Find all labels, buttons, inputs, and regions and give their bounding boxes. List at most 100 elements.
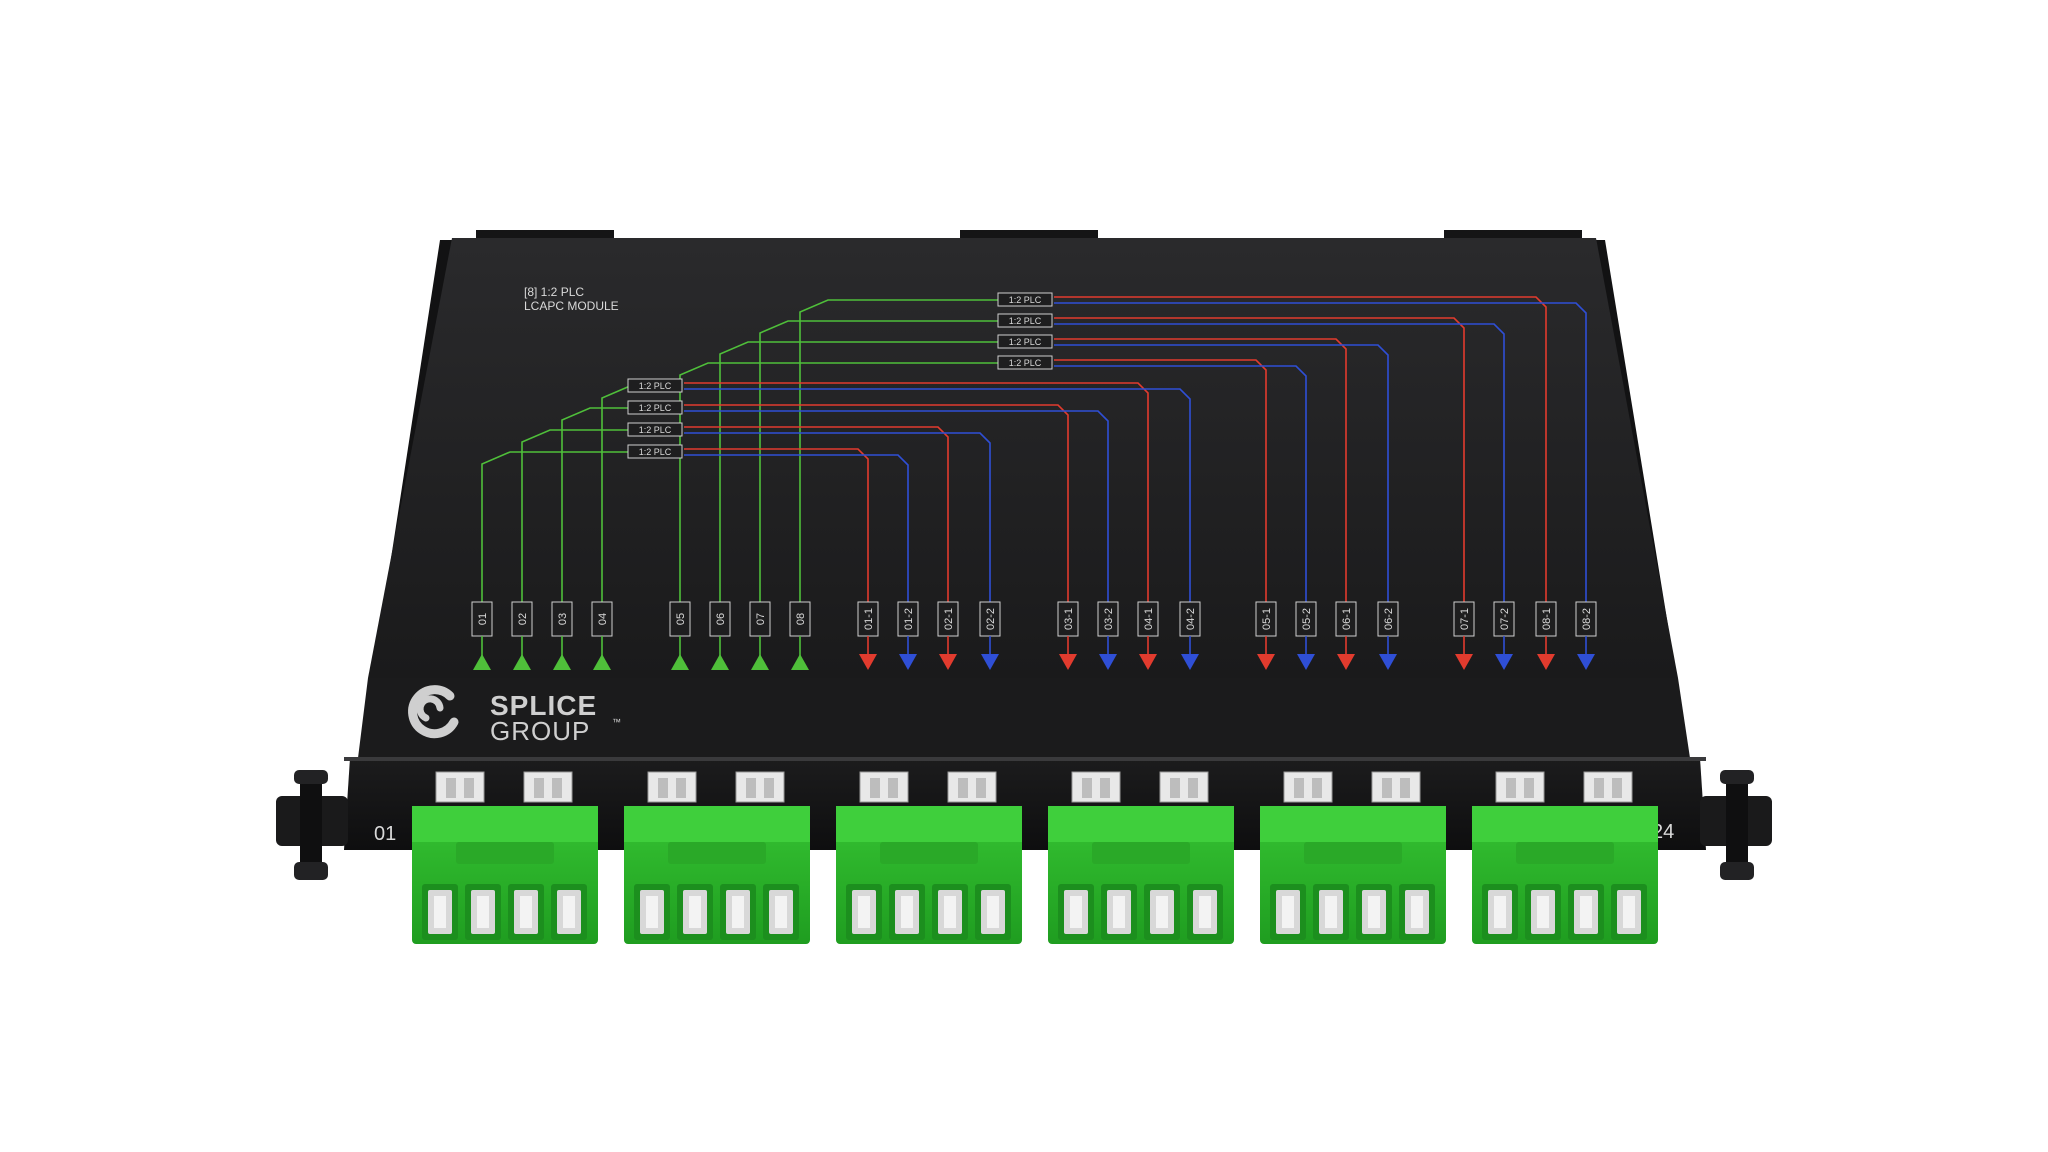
splitter-label: 1:2 PLC (1009, 295, 1042, 305)
input-port-label: 03 (551, 601, 573, 637)
svg-text:01-1: 01-1 (863, 608, 875, 630)
output-port-label: 04-1 (1137, 601, 1159, 637)
output-port-label: 07-1 (1453, 601, 1475, 637)
plc-splitter-box: 1:2 PLC (997, 313, 1053, 328)
output-port-label: 04-2 (1179, 601, 1201, 637)
plc-splitter-box: 1:2 PLC (997, 334, 1053, 349)
input-fiber-line (481, 451, 628, 602)
output-port-label: 08-1 (1535, 601, 1557, 637)
input-arrow-up-icon (473, 654, 491, 670)
brand-word-top: SPLICE (490, 690, 597, 721)
output-arrow-down-icon (939, 654, 957, 670)
input-port-label: 05 (669, 601, 691, 637)
splice-logo-icon (408, 685, 459, 739)
output-arrow-down-icon (859, 654, 877, 670)
splitter-label: 1:2 PLC (1009, 358, 1042, 368)
output-arrow-down-icon (1379, 654, 1397, 670)
splitter-label: 1:2 PLC (639, 381, 672, 391)
input-arrow-up-icon (671, 654, 689, 670)
input-port-label: 07 (749, 601, 771, 637)
input-arrow-up-icon (791, 654, 809, 670)
input-port-label: 02 (511, 601, 533, 637)
input-port-label: 06 (709, 601, 731, 637)
adapter-logo-emboss (1092, 842, 1190, 864)
splitter-label: 1:2 PLC (1009, 316, 1042, 326)
svg-text:07-1: 07-1 (1459, 608, 1471, 630)
output-port-label: 03-1 (1057, 601, 1079, 637)
input-fiber-line (719, 341, 998, 602)
output-arrow-down-icon (1537, 654, 1555, 670)
input-fiber-line (759, 320, 998, 602)
lc-quad-adapter[interactable] (836, 771, 1022, 944)
adapter-logo-emboss (1516, 842, 1614, 864)
output-port-label: 02-1 (937, 601, 959, 637)
output-fiber-line (1054, 317, 1465, 602)
svg-text:05-2: 05-2 (1301, 608, 1313, 630)
output-port-label: 05-1 (1255, 601, 1277, 637)
output-arrow-down-icon (1257, 654, 1275, 670)
adapter-logo-emboss (668, 842, 766, 864)
module-title-line2: LCAPC MODULE (524, 299, 619, 313)
input-port-label: 01 (471, 601, 493, 637)
svg-text:01: 01 (477, 613, 489, 625)
output-fiber-line (684, 432, 991, 602)
fiber-routing-diagram: 1:2 PLC 1:2 PLC 1:2 PLC 1:2 PLC 1:2 PLC 1:2 P… (471, 292, 1597, 670)
output-port-label: 08-2 (1575, 601, 1597, 637)
input-arrow-up-icon (751, 654, 769, 670)
svg-text:07-2: 07-2 (1499, 608, 1511, 630)
output-arrow-down-icon (981, 654, 999, 670)
svg-text:06-2: 06-2 (1383, 608, 1395, 630)
lc-quad-adapter[interactable] (1260, 771, 1446, 944)
output-arrow-down-icon (1099, 654, 1117, 670)
svg-text:04: 04 (597, 613, 609, 625)
plc-splitter-box: 1:2 PLC (997, 355, 1053, 370)
svg-text:05-1: 05-1 (1261, 608, 1273, 630)
output-arrow-down-icon (1577, 654, 1595, 670)
faceplate-edge (344, 757, 1706, 761)
input-arrow-up-icon (513, 654, 531, 670)
lc-quad-adapter[interactable] (412, 771, 598, 944)
output-port-label: 01-1 (857, 601, 879, 637)
output-port-label: 02-2 (979, 601, 1001, 637)
svg-text:04-1: 04-1 (1143, 608, 1155, 630)
lc-quad-adapter[interactable] (624, 771, 810, 944)
output-arrow-down-icon (1297, 654, 1315, 670)
splitter-label: 1:2 PLC (1009, 337, 1042, 347)
input-port-label: 08 (789, 601, 811, 637)
lc-adapter-row (412, 771, 1658, 944)
input-fiber-line (679, 362, 998, 602)
module-top-panel (368, 238, 1678, 678)
svg-text:01-2: 01-2 (903, 608, 915, 630)
output-arrow-down-icon (1337, 654, 1355, 670)
svg-text:08-1: 08-1 (1541, 608, 1553, 630)
plc-splitter-box: 1:2 PLC (997, 292, 1053, 307)
left-latch[interactable] (276, 770, 348, 880)
output-fiber-line (1054, 344, 1389, 602)
input-arrow-up-icon (711, 654, 729, 670)
lc-quad-adapter[interactable] (1048, 771, 1234, 944)
svg-text:08-2: 08-2 (1581, 608, 1593, 630)
output-arrow-down-icon (1139, 654, 1157, 670)
svg-text:03-1: 03-1 (1063, 608, 1075, 630)
input-fiber-line (521, 429, 628, 602)
module-title-line1: [8] 1:2 PLC (524, 285, 584, 299)
svg-text:07: 07 (755, 613, 767, 625)
output-fiber-line (1054, 359, 1267, 602)
svg-text:06: 06 (715, 613, 727, 625)
output-fiber-line (1054, 365, 1307, 602)
input-port-label: 04 (591, 601, 613, 637)
port-number-start: 01 (374, 823, 396, 845)
splitter-label: 1:2 PLC (639, 425, 672, 435)
svg-text:03-2: 03-2 (1103, 608, 1115, 630)
module-lower-band (358, 678, 1690, 758)
lc-quad-adapter[interactable] (1472, 771, 1658, 944)
svg-text:03: 03 (557, 613, 569, 625)
output-port-label: 06-2 (1377, 601, 1399, 637)
output-fiber-line (1054, 338, 1347, 602)
output-port-label: 07-2 (1493, 601, 1515, 637)
plc-splitter-box: 1:2 PLC (627, 422, 683, 437)
svg-text:02: 02 (517, 613, 529, 625)
right-latch[interactable] (1700, 770, 1772, 880)
svg-text:02-1: 02-1 (943, 608, 955, 630)
